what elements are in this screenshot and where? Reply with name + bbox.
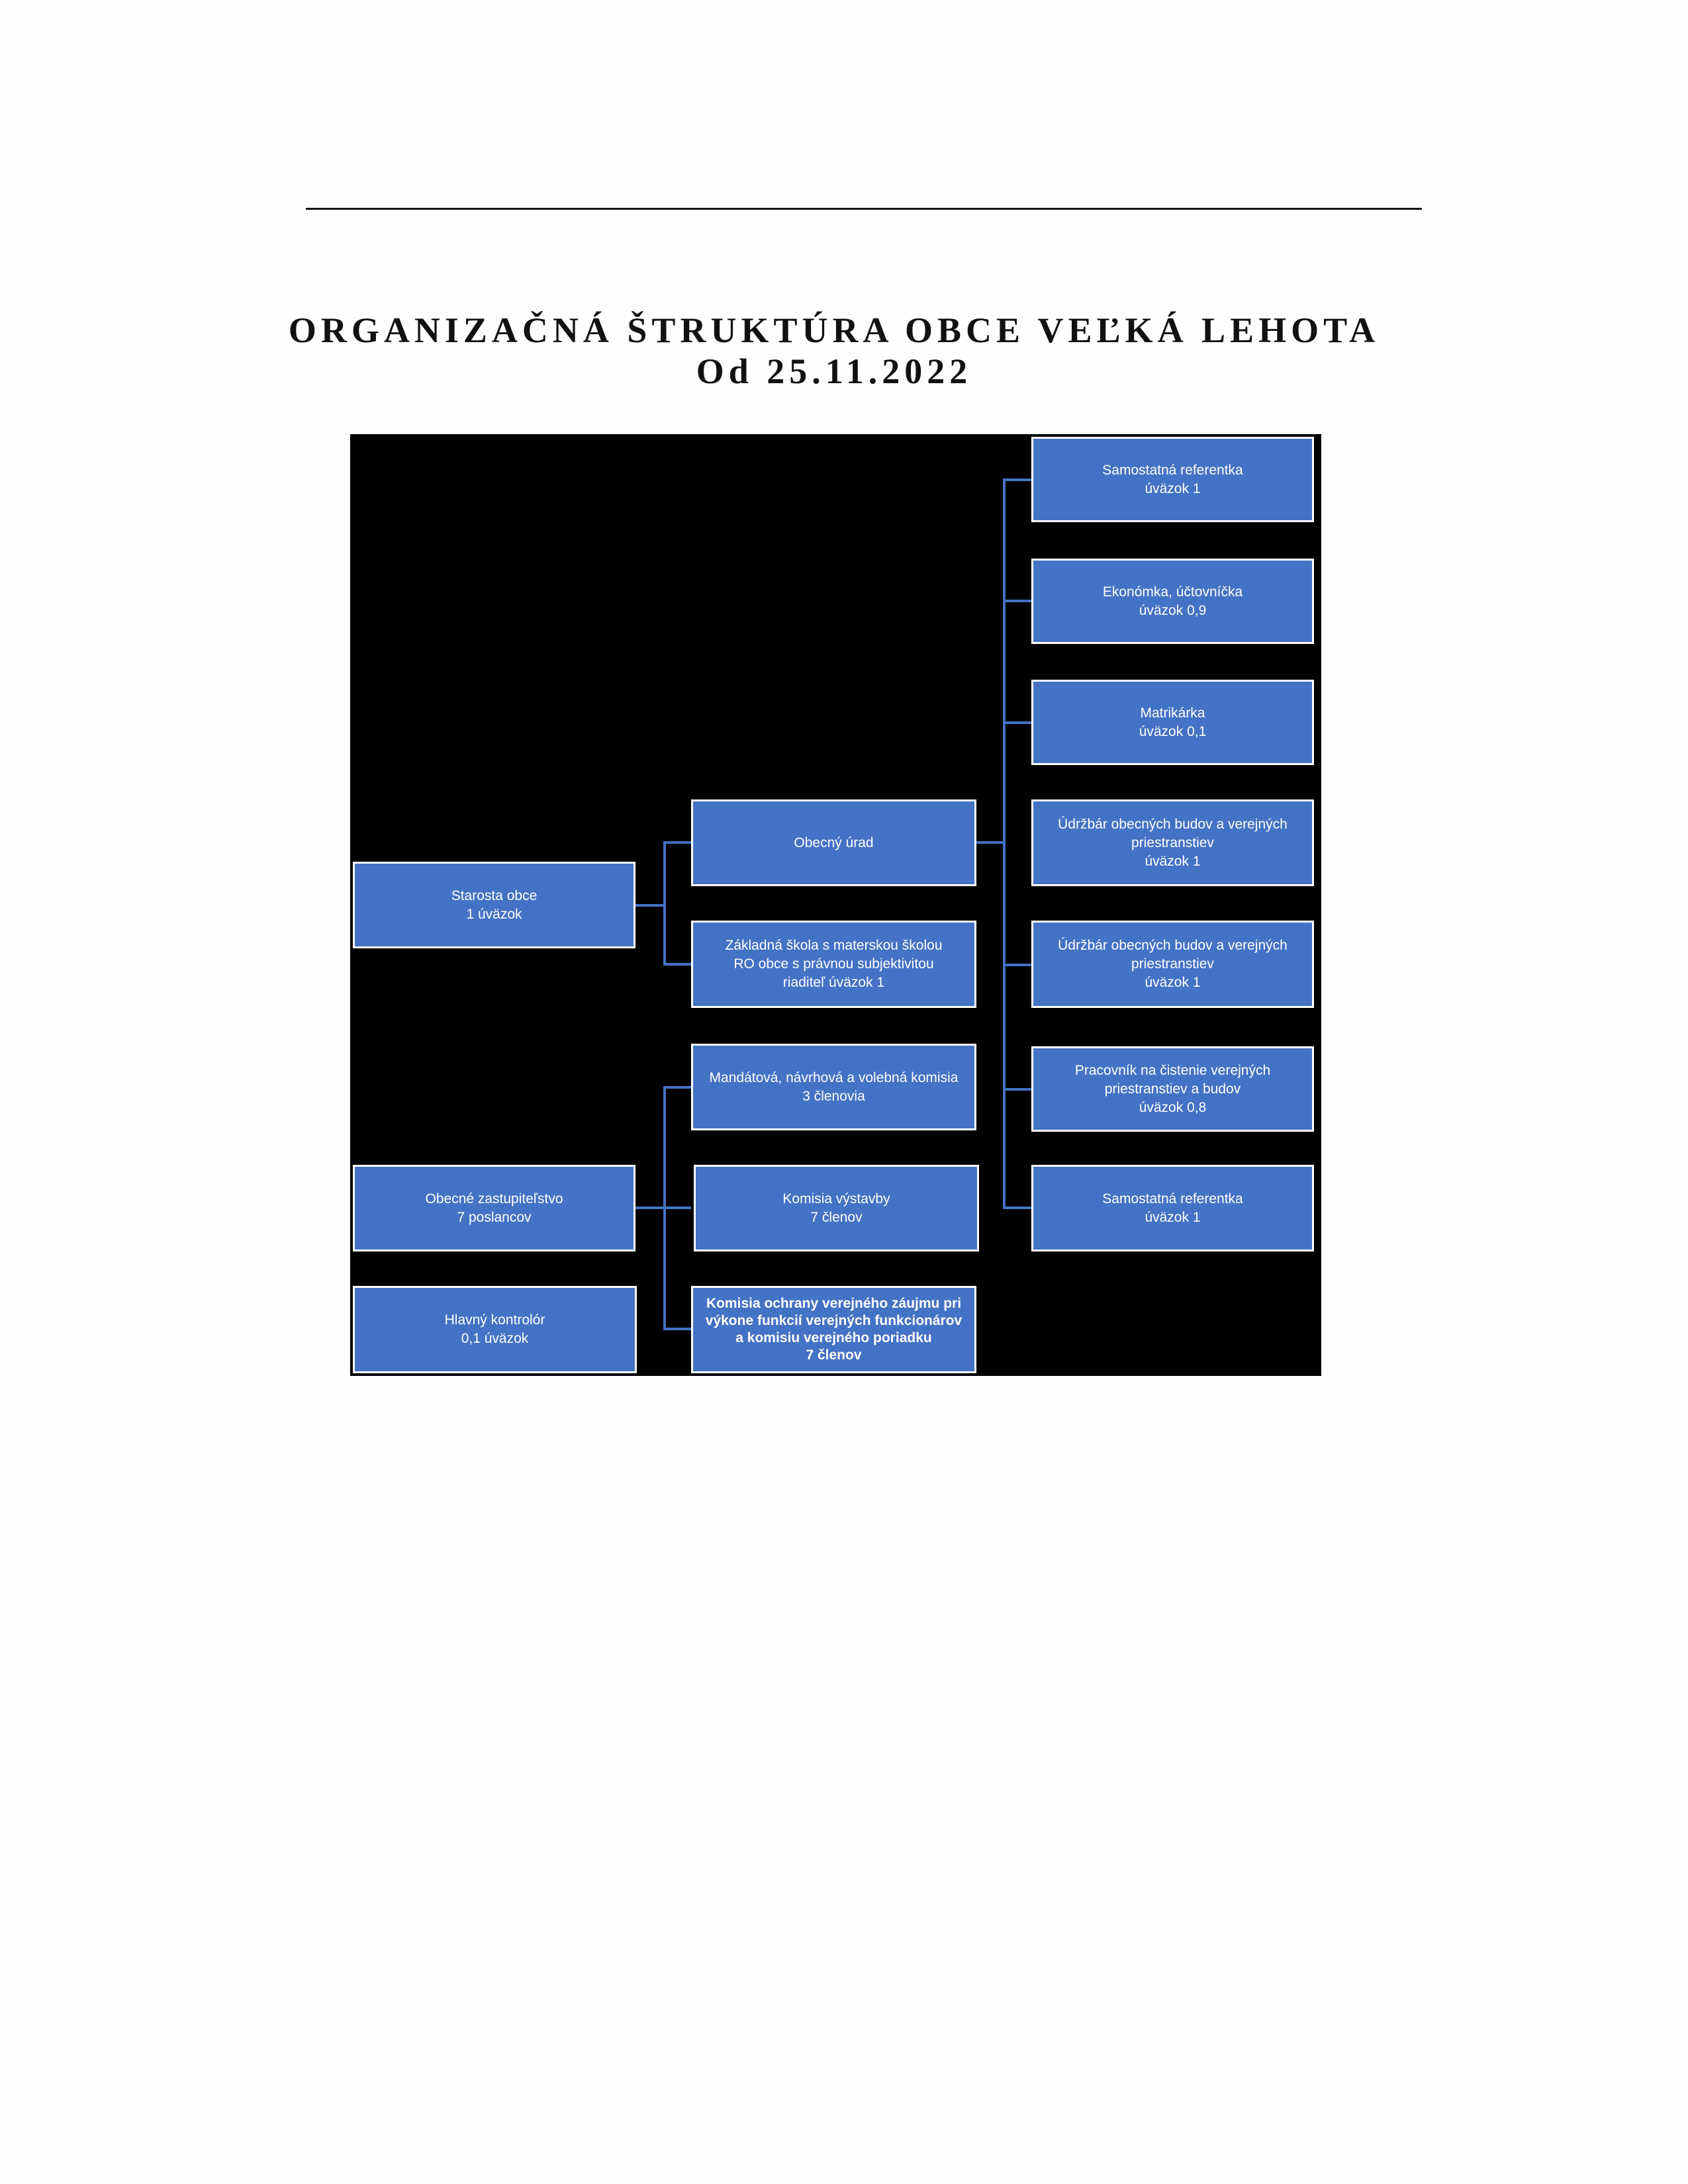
connector <box>1003 478 1031 481</box>
connector <box>663 1086 666 1330</box>
box-komisia-ochrany: Komisia ochrany verejného záujmu pri výk… <box>691 1286 976 1373</box>
box-udrzbar-2: Údržbár obecných budov a verejných pries… <box>1031 921 1314 1008</box>
page-title: ORGANIZAČNÁ ŠTRUKTÚRA OBCE VEĽKÁ LEHOTA <box>288 310 1380 350</box>
box-starosta: Starosta obce 1 úväzok <box>353 862 635 948</box>
connector <box>663 963 691 966</box>
box-samostatna-referentka: Samostatná referentka úväzok 1 <box>1031 437 1314 522</box>
box-komisia-vystavby: Komisia výstavby 7 členov <box>694 1165 979 1251</box>
box-obecny-urad: Obecný úrad <box>691 799 976 886</box>
box-zakladna-skola: Základná škola s materskou školou RO obc… <box>691 921 976 1008</box>
box-udrzbar-1: Údržbár obecných budov a verejných pries… <box>1031 799 1314 886</box>
connector <box>1003 964 1031 966</box>
connector <box>663 841 666 966</box>
box-pracovnik-cistenie: Pracovník na čistenie verejných priestra… <box>1031 1046 1314 1132</box>
connector <box>663 1328 691 1330</box>
box-matrikarka: Matrikárka úväzok 0,1 <box>1031 680 1314 765</box>
header-rule <box>306 208 1422 210</box>
connector <box>635 904 665 907</box>
connector <box>1003 1206 1031 1209</box>
connector <box>1003 478 1006 1209</box>
connector <box>976 841 1006 844</box>
box-kontrolor: Hlavný kontrolór 0,1 úväzok <box>353 1286 637 1373</box>
connector <box>1003 1088 1031 1091</box>
box-samostatna-referentka-2: Samostatná referentka úväzok 1 <box>1031 1165 1314 1251</box>
connector <box>1003 721 1031 724</box>
box-zastupitelstvo: Obecné zastupiteľstvo 7 poslancov <box>353 1165 635 1251</box>
connector <box>663 841 691 844</box>
page-date: Od 25.11.2022 <box>696 351 972 391</box>
box-ekonomka: Ekonómka, účtovníčka úväzok 0,9 <box>1031 559 1314 644</box>
connector <box>663 1086 691 1089</box>
connector <box>1003 600 1031 602</box>
box-mandatova-komisia: Mandátová, návrhová a volebná komisia 3 … <box>691 1044 976 1130</box>
